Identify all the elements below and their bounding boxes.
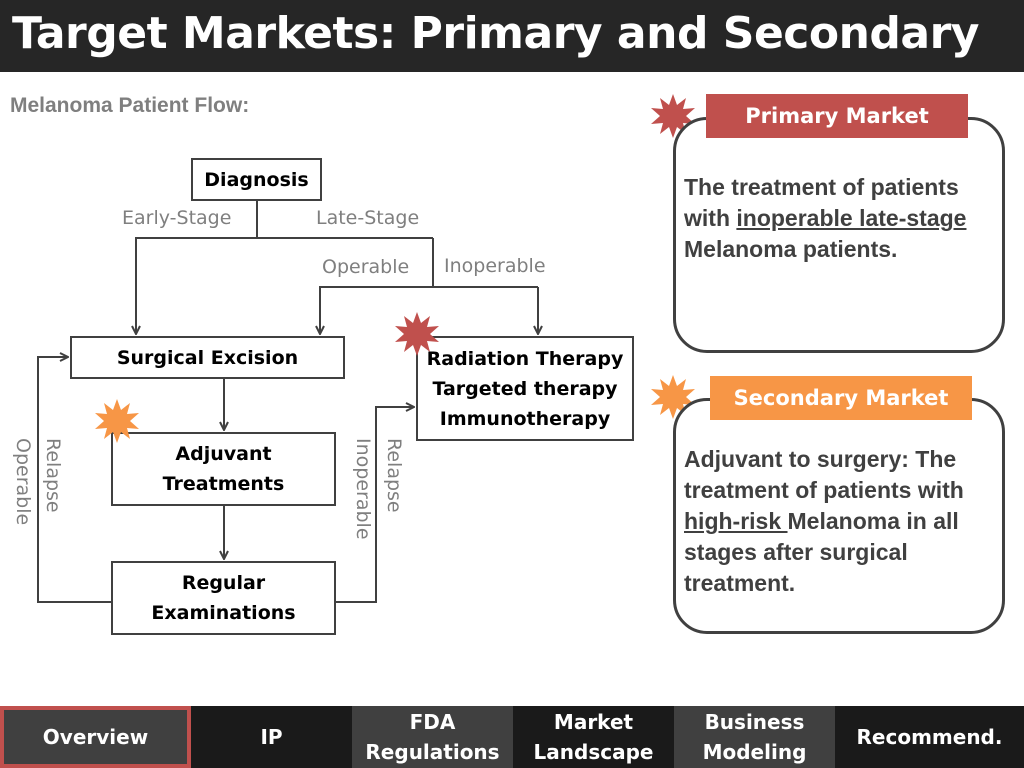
nav-fda-label-line1: FDA	[409, 710, 456, 734]
regular-label-line1: Regular	[181, 572, 266, 594]
nav-market-label-line1: Market	[553, 710, 634, 734]
nav-fda-regulations[interactable]: FDA Regulations	[352, 706, 513, 768]
nav-fda-label-line2: Regulations	[365, 740, 500, 764]
nav-recommend-label: Recommend.	[856, 725, 1003, 749]
primary-market-header: Primary Market	[706, 94, 968, 138]
nav-recommend[interactable]: Recommend.	[835, 706, 1024, 768]
surgical-excision-box: Surgical Excision	[70, 336, 345, 379]
secondary-market-header: Secondary Market	[710, 376, 972, 420]
nav-business-label-line2: Modeling	[702, 740, 807, 764]
operable-label: Operable	[322, 256, 410, 278]
relapse-left-label: Relapse	[42, 438, 64, 513]
nav-ip[interactable]: IP	[191, 706, 352, 768]
nav-overview[interactable]: Overview	[0, 706, 191, 768]
bottom-nav: Overview IP FDA Regulations Market Lands…	[0, 706, 1024, 768]
primary-market-description: The treatment of patients with inoperabl…	[684, 174, 967, 262]
late-stage-label: Late-Stage	[316, 207, 420, 229]
nav-business-modeling[interactable]: Business Modeling	[674, 706, 835, 768]
regular-examinations-box: Regular Examinations	[111, 561, 336, 635]
secondary-market-description: Adjuvant to surgery: The treatment of pa…	[684, 446, 964, 596]
diagnosis-label: Diagnosis	[204, 168, 309, 191]
secondary-market-box	[673, 398, 1005, 634]
nav-market-label-line2: Landscape	[533, 740, 654, 764]
title-bar: Target Markets: Primary and Secondary	[0, 0, 1024, 72]
primary-market-emphasis: inoperable late-stage	[736, 205, 967, 231]
connector-relapse-inoperable	[336, 407, 414, 603]
diagnosis-box: Diagnosis	[191, 158, 322, 201]
regular-label-line2: Examinations	[151, 602, 296, 624]
secondary-market-emphasis: high-risk	[684, 508, 788, 534]
therapy-box: Radiation Therapy Targeted therapy Immun…	[416, 336, 634, 441]
inoperable-label: Inoperable	[444, 255, 546, 277]
connector-operable	[320, 286, 538, 334]
operable-side-label: Operable	[12, 438, 34, 526]
inoperable-side-label: Inoperable	[352, 438, 374, 540]
nav-market-landscape[interactable]: Market Landscape	[513, 706, 674, 768]
adjuvant-label-line2: Treatments	[162, 473, 285, 495]
relapse-right-label: Relapse	[383, 438, 405, 513]
nav-ip-label: IP	[260, 725, 283, 749]
nav-overview-label: Overview	[42, 725, 149, 749]
connector-early-stage	[136, 237, 433, 334]
connector-relapse-operable	[37, 357, 112, 603]
adjuvant-star-icon	[95, 399, 139, 443]
adjuvant-treatments-box: Adjuvant Treatments	[111, 432, 336, 506]
radiation-therapy-label: Radiation Therapy	[426, 347, 624, 370]
surgical-excision-label: Surgical Excision	[116, 346, 299, 369]
flow-subtitle: Melanoma Patient Flow:	[10, 94, 250, 117]
immunotherapy-label: Immunotherapy	[439, 407, 611, 430]
early-stage-label: Early-Stage	[122, 207, 232, 229]
nav-business-label-line1: Business	[704, 710, 805, 734]
adjuvant-label-line1: Adjuvant	[175, 443, 272, 465]
targeted-therapy-label: Targeted therapy	[432, 377, 618, 400]
page-title: Target Markets: Primary and Secondary	[12, 8, 980, 59]
radiation-therapy-star-icon	[395, 312, 439, 356]
